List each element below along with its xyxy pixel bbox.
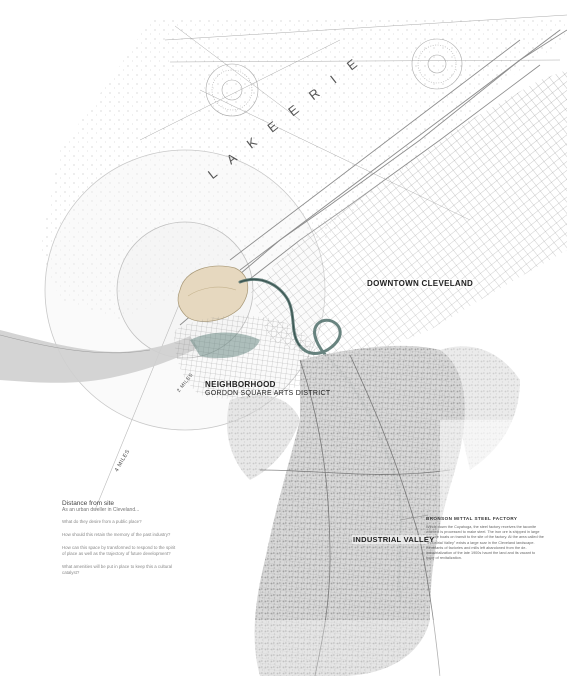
questions-panel: Distance from site As an urban dweller i… bbox=[62, 500, 180, 583]
question-item: How can this space by transformed to res… bbox=[62, 545, 176, 556]
factory-leader-line bbox=[399, 514, 429, 521]
factory-body: Winds down the Cuyahoga, the steel facto… bbox=[426, 525, 544, 561]
lake-erie-area bbox=[40, 20, 567, 320]
neighborhood-subtitle: GORDON SQUARE ARTS DISTRICT bbox=[205, 390, 331, 397]
downtown-cleveland-label: DOWNTOWN CLEVELAND bbox=[366, 279, 475, 288]
questions-title: Distance from site bbox=[62, 500, 115, 507]
neighborhood-label: NEIGHBORHOOD GORDON SQUARE ARTS DISTRICT bbox=[205, 380, 330, 398]
question-item: What do they desire from a public place? bbox=[62, 519, 142, 524]
compass-rose-right bbox=[411, 38, 463, 90]
factory-note: BRONSON MITTAL STEEL FACTORY Winds down … bbox=[426, 516, 544, 561]
question-item: How should this retain the memory of the… bbox=[62, 532, 171, 537]
industrial-valley-label: INDUSTRIAL VALLEY bbox=[352, 535, 436, 544]
western-shore bbox=[0, 330, 198, 383]
highways bbox=[259, 354, 451, 676]
site-footprint bbox=[177, 265, 248, 322]
neighborhood-title: NEIGHBORHOOD bbox=[205, 380, 276, 389]
factory-title: BRONSON MITTAL STEEL FACTORY bbox=[426, 516, 518, 521]
questions-subtitle: As an urban dweller in Cleveland... bbox=[62, 507, 140, 513]
compass-rose-left bbox=[205, 63, 259, 117]
question-item: What amenities will be put in place to k… bbox=[62, 564, 173, 575]
shoreline-piers bbox=[179, 29, 567, 326]
